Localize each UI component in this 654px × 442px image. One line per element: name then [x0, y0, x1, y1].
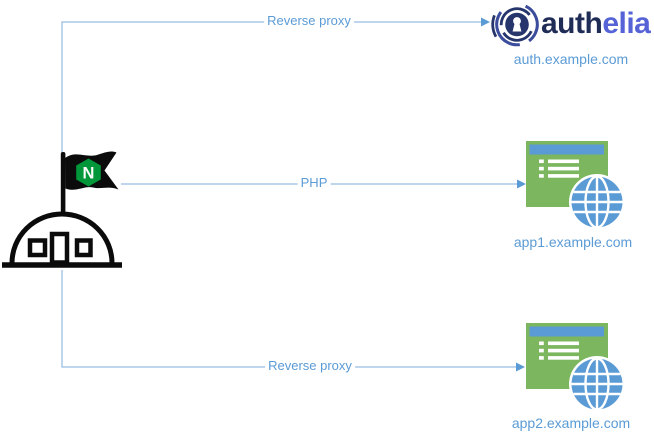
connector-nginx-authelia	[61, 17, 490, 153]
arrowhead-app2	[516, 362, 525, 372]
authelia-wordmark-light: elia	[602, 7, 651, 40]
building-door	[49, 231, 70, 265]
building-window-left	[27, 238, 48, 258]
connector-nginx-app2	[61, 270, 525, 372]
edge-label-reverse-proxy-bottom: Reverse proxy	[265, 358, 355, 374]
edge-label-reverse-proxy-top: Reverse proxy	[264, 13, 354, 29]
web-app-icon-app2	[524, 321, 627, 414]
domain-label-app1: app1.example.com	[513, 234, 633, 250]
globe-icon	[569, 174, 625, 230]
arrowhead-app1	[517, 179, 526, 189]
authelia-wordmark-dark: auth	[541, 7, 603, 40]
arrowhead-authelia	[481, 17, 490, 27]
web-app-icon-app1	[526, 141, 625, 230]
edge-label-php: PHP	[297, 175, 331, 191]
keyhole-icon	[513, 17, 521, 25]
flagpole	[60, 152, 66, 216]
nginx-letter: N	[83, 165, 95, 183]
nginx-hexagon	[76, 158, 101, 187]
list-icon	[539, 159, 579, 178]
domain-label-app2: app2.example.com	[511, 415, 631, 431]
nginx-icon: N	[2, 151, 122, 268]
app-titlebar	[529, 144, 604, 155]
domain-label-auth: auth.example.com	[513, 51, 629, 67]
building-window-right	[74, 238, 93, 258]
